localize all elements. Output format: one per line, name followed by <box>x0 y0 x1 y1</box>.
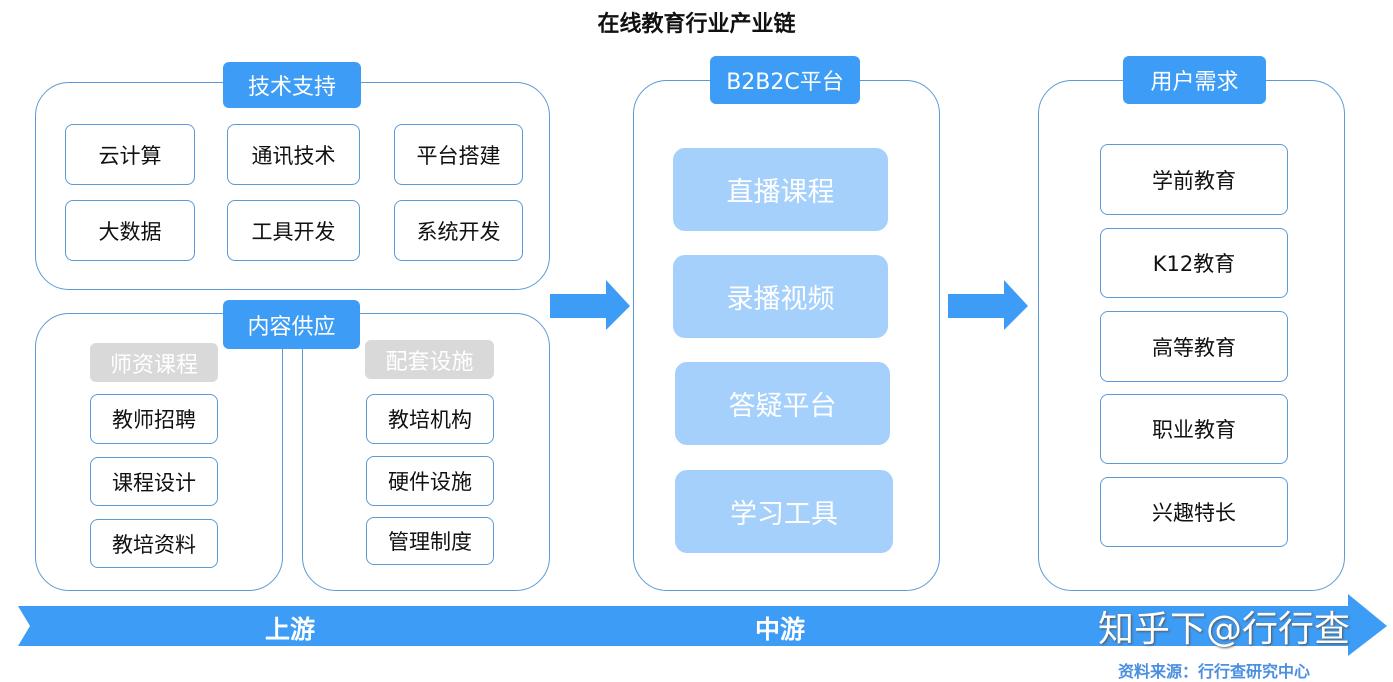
demand-item: 职业教育 <box>1100 394 1288 464</box>
platform-item: 录播视频 <box>673 255 888 338</box>
platform-item: 答疑平台 <box>675 362 890 445</box>
demand-item: 学前教育 <box>1100 144 1288 215</box>
demand-item: 兴趣特长 <box>1100 477 1288 547</box>
teachers-item: 教培资料 <box>90 519 218 568</box>
facilities-item: 硬件设施 <box>366 456 494 506</box>
tech-support-label: 技术支持 <box>223 62 361 108</box>
tech-item: 大数据 <box>65 200 195 261</box>
facilities-item: 管理制度 <box>366 517 494 565</box>
tech-item: 通讯技术 <box>227 124 360 185</box>
tech-item: 工具开发 <box>227 200 360 261</box>
facilities-item: 教培机构 <box>366 394 494 444</box>
content-supply-label: 内容供应 <box>223 300 360 349</box>
platform-item: 直播课程 <box>673 148 888 231</box>
facilities-label: 配套设施 <box>365 340 494 379</box>
arrow-right-icon <box>550 280 630 330</box>
midstream-stage-label: 中游 <box>755 615 806 644</box>
arrow-right-icon <box>948 280 1028 330</box>
platform-label: B2B2C平台 <box>710 56 860 104</box>
demand-item: 高等教育 <box>1100 311 1288 382</box>
tech-item: 系统开发 <box>394 200 523 261</box>
demand-item: K12教育 <box>1100 228 1288 298</box>
upstream-stage-label: 上游 <box>265 615 316 644</box>
platform-item: 学习工具 <box>675 470 893 553</box>
timeline-arrow-icon <box>18 594 1387 656</box>
teachers-label: 师资课程 <box>90 343 218 382</box>
page-title: 在线教育行业产业链 <box>597 12 796 37</box>
teachers-item: 课程设计 <box>90 457 218 506</box>
source-note: 资料来源：行行查研究中心 <box>1118 662 1311 681</box>
tech-item: 云计算 <box>65 124 195 185</box>
demand-label: 用户需求 <box>1123 56 1266 104</box>
watermark: 知乎下@行行查 <box>1098 609 1351 650</box>
teachers-item: 教师招聘 <box>90 394 218 444</box>
tech-item: 平台搭建 <box>394 124 523 185</box>
